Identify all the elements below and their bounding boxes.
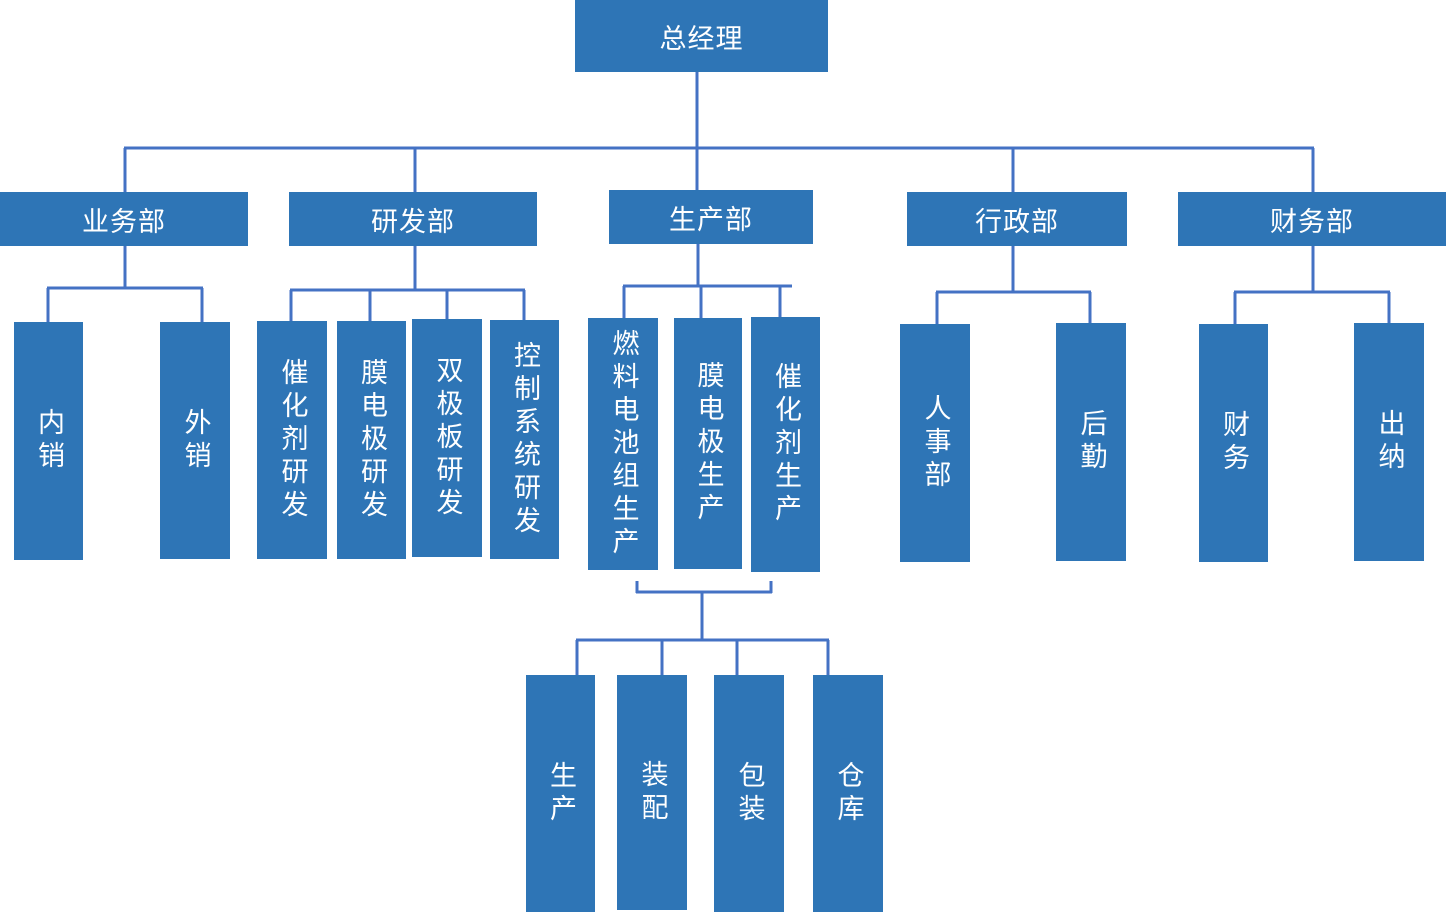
node-label: 出纳 bbox=[1373, 409, 1405, 475]
node-production-dept: 生产部 bbox=[609, 190, 813, 244]
node-rd-dept: 研发部 bbox=[289, 192, 537, 246]
node-label: 外销 bbox=[179, 407, 211, 474]
node-label: 行政部 bbox=[975, 206, 1059, 238]
node-label: 财务 bbox=[1218, 410, 1249, 476]
node-stage-production: 生产 bbox=[526, 675, 595, 912]
node-cashier: 出纳 bbox=[1354, 323, 1424, 561]
node-label: 包装 bbox=[733, 760, 765, 827]
node-label: 仓库 bbox=[832, 760, 864, 827]
node-hr: 人事部 bbox=[900, 324, 970, 562]
node-accounting: 财务 bbox=[1199, 324, 1268, 562]
node-export-sales: 外销 bbox=[160, 322, 230, 559]
node-label: 催化剂生产 bbox=[770, 362, 801, 527]
node-label: 膜电极生产 bbox=[692, 361, 724, 526]
node-label: 财务部 bbox=[1270, 206, 1354, 238]
node-label: 膜电极研发 bbox=[356, 357, 387, 523]
node-label: 生产部 bbox=[669, 204, 753, 236]
node-control-system-rd: 控制系统研发 bbox=[490, 320, 559, 559]
node-label: 装配 bbox=[636, 759, 668, 826]
node-label: 内销 bbox=[33, 408, 64, 474]
node-label: 业务部 bbox=[82, 206, 166, 238]
node-general-manager: 总经理 bbox=[575, 0, 828, 72]
node-label: 生产 bbox=[545, 760, 576, 827]
node-domestic-sales: 内销 bbox=[14, 322, 83, 560]
node-sales-dept: 业务部 bbox=[0, 192, 248, 246]
node-catalyst-production: 催化剂生产 bbox=[751, 317, 820, 572]
node-stage-assembly: 装配 bbox=[617, 675, 687, 910]
node-label: 催化剂研发 bbox=[276, 357, 308, 523]
node-label: 控制系统研发 bbox=[509, 340, 540, 539]
node-fuel-cell-stack-production: 燃料电池组生产 bbox=[588, 318, 658, 570]
node-label: 燃料电池组生产 bbox=[607, 328, 639, 560]
node-stage-packaging: 包装 bbox=[714, 675, 784, 912]
node-label: 总经理 bbox=[659, 23, 744, 55]
node-label: 后勤 bbox=[1075, 409, 1107, 475]
node-stage-warehouse: 仓库 bbox=[813, 675, 883, 912]
node-label: 研发部 bbox=[371, 206, 455, 238]
node-label: 双极板研发 bbox=[431, 355, 463, 521]
node-label: 人事部 bbox=[919, 393, 951, 493]
node-admin-dept: 行政部 bbox=[907, 192, 1127, 246]
node-logistics: 后勤 bbox=[1056, 323, 1126, 561]
node-mea-production: 膜电极生产 bbox=[674, 318, 742, 569]
node-finance-dept: 财务部 bbox=[1178, 192, 1446, 246]
node-mea-rd: 膜电极研发 bbox=[337, 321, 406, 559]
node-catalyst-rd: 催化剂研发 bbox=[257, 321, 327, 559]
node-bipolar-plate-rd: 双极板研发 bbox=[412, 319, 482, 557]
